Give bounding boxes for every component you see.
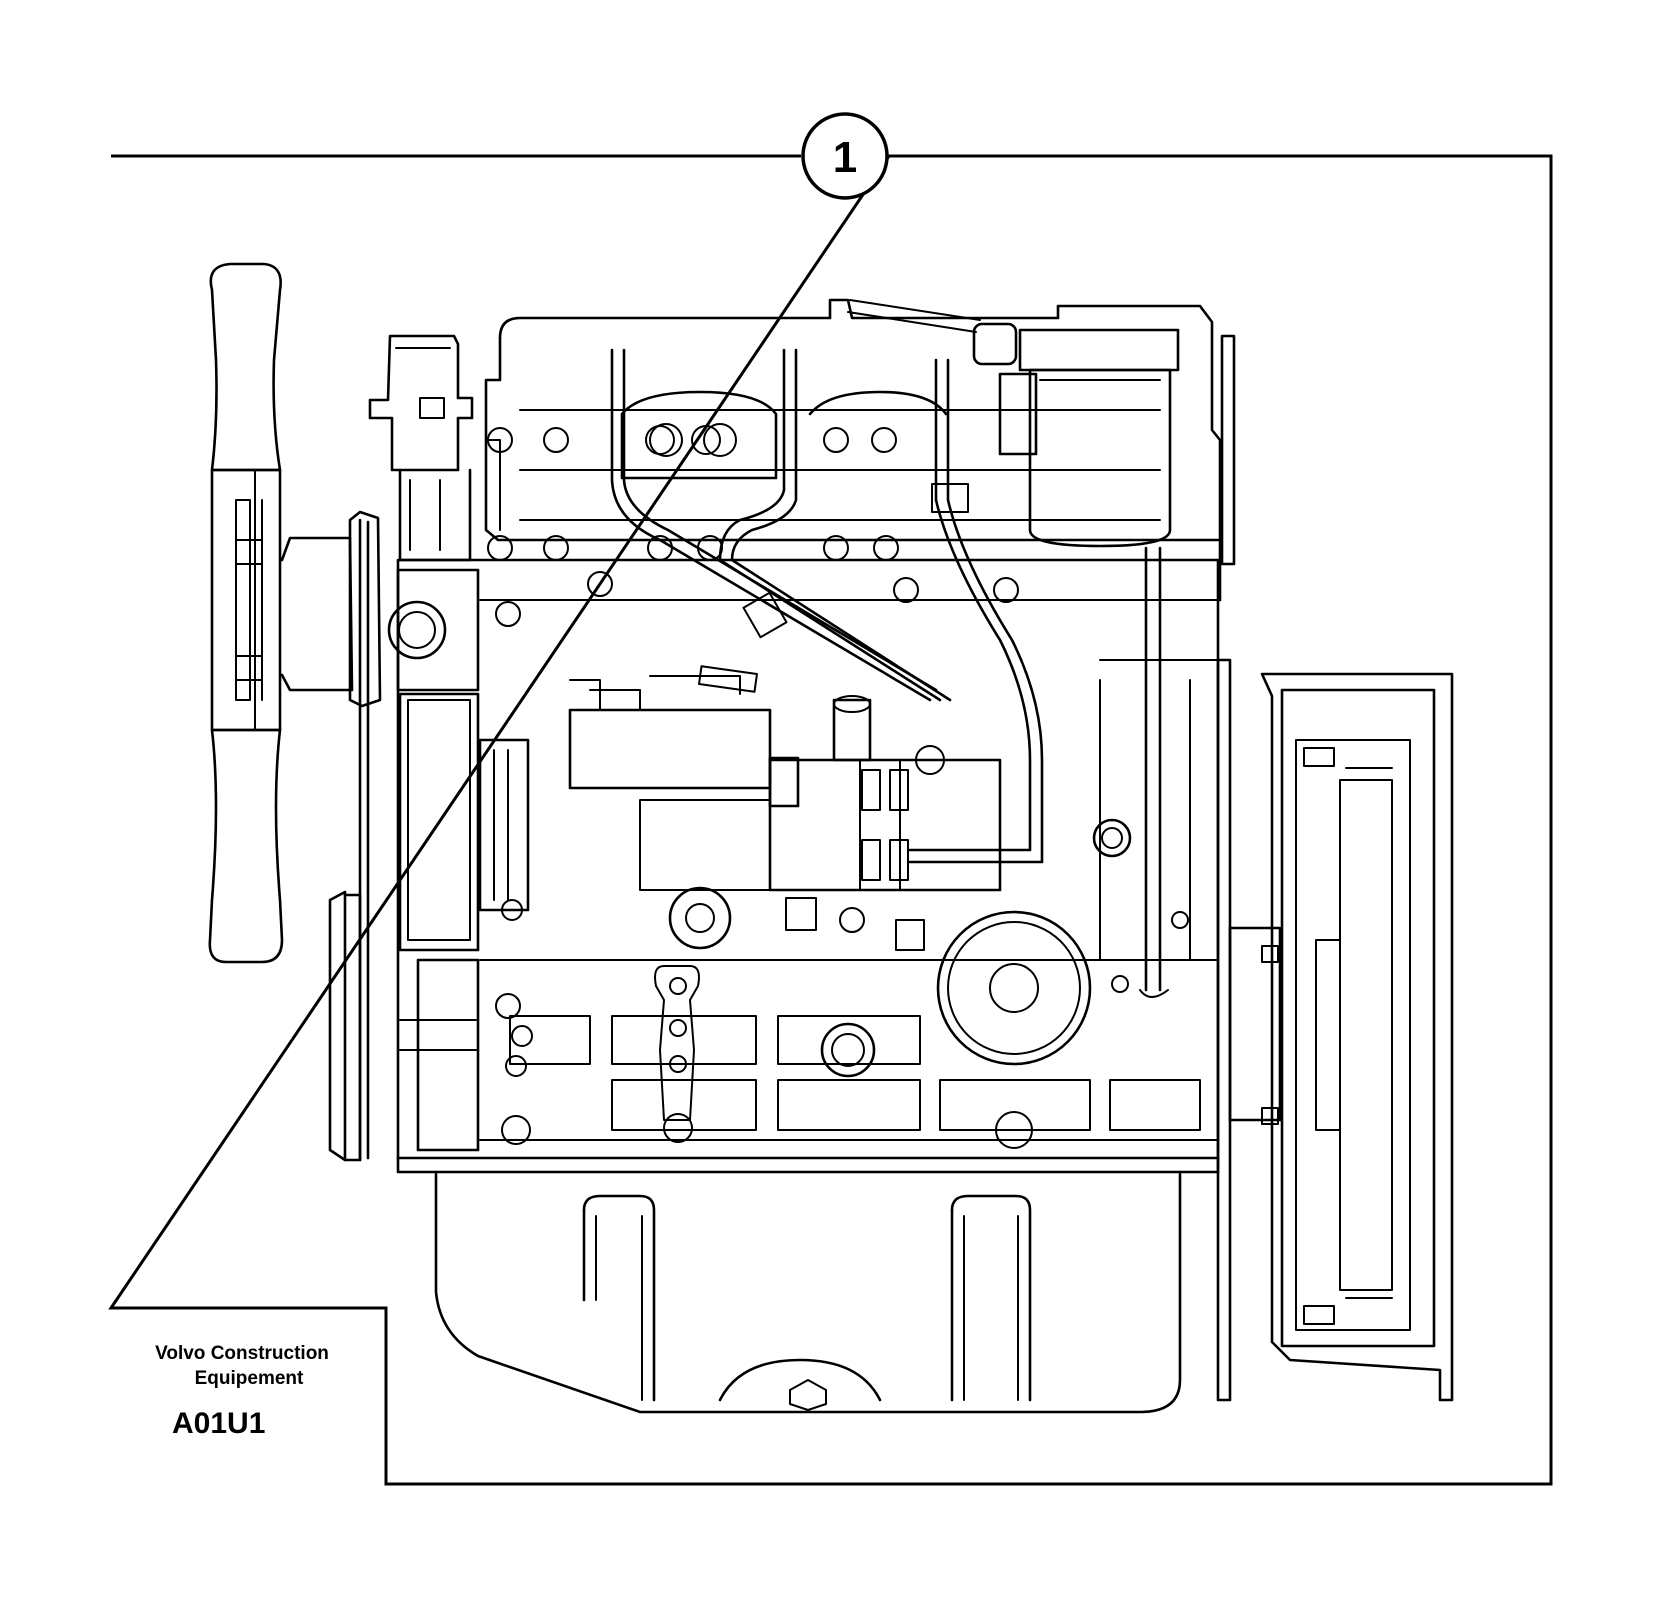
thermostat-housing (368, 334, 474, 562)
injector-ports (620, 390, 948, 480)
alternator (398, 692, 530, 952)
oil-pan (434, 1170, 1182, 1414)
callout-number: 1 (833, 133, 857, 182)
flywheel-housing (1260, 672, 1454, 1402)
crank-pulley (328, 510, 382, 1162)
crankcase-ribs (399, 679, 1201, 1152)
caption-line-2: Equipement (195, 1368, 304, 1389)
oil-filter (936, 910, 1092, 1066)
figure-code: A01U1 (172, 1407, 265, 1440)
engine-block (396, 298, 1222, 1174)
injection-pump (568, 665, 1002, 951)
dipstick (1139, 546, 1169, 998)
callout-marker[interactable]: 1 (801, 112, 889, 200)
fuel-filter (847, 299, 1180, 548)
diagram-frame (108, 154, 1553, 1486)
flywheel-housing-plate (1216, 334, 1282, 1402)
fuel-lines (610, 348, 1044, 864)
cooling-fan (208, 262, 354, 964)
water-pump (387, 568, 480, 692)
caption-line-1: Volvo Construction (155, 1343, 329, 1364)
head-bolts (487, 425, 1019, 627)
callout-circle (801, 112, 889, 200)
